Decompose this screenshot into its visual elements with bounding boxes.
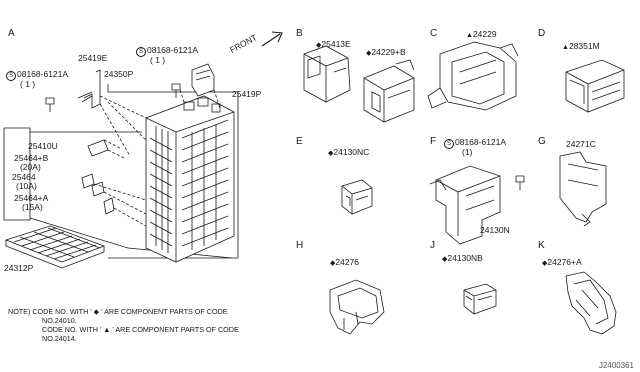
section-label-h: H — [296, 240, 304, 251]
part-label-24130nb: ◆24130NB — [442, 254, 483, 264]
part-label-28351m: ▲28351M — [562, 42, 600, 52]
triangle-icon: ▲ — [562, 44, 569, 51]
bracket-25419e — [83, 69, 101, 109]
section-label-g: G — [538, 136, 546, 147]
section-label-e: E — [296, 136, 303, 147]
part-24130nc — [341, 179, 373, 215]
part-number: 24276 — [335, 257, 360, 267]
screw-left — [45, 97, 55, 112]
part-label-24130n: 24130N — [480, 225, 510, 235]
part-24130nb — [463, 283, 497, 315]
part-label-24229: ▲24229 — [466, 30, 497, 40]
part-number: 08168-6121A — [17, 69, 69, 79]
part-qty-08168-f: (1) — [462, 147, 473, 157]
part-28351m — [565, 59, 625, 113]
part-label-25464b: 25464+B — [14, 153, 49, 163]
section-label-j: J — [430, 240, 435, 251]
part-24229 — [427, 41, 519, 111]
leader-box-24350p — [107, 84, 239, 259]
cover-24312p — [4, 225, 106, 269]
part-number: 24229 — [472, 29, 497, 39]
section-label-a: A — [8, 28, 15, 39]
section-label-c: C — [430, 28, 438, 39]
diamond-icon: ◆ — [542, 260, 548, 267]
part-label-24229b: ◆24229+B — [366, 48, 406, 58]
fuse-25410u — [87, 139, 109, 157]
note-line-4: NO.24014. — [42, 334, 77, 343]
part-qty-08168-top: ( 1 ) — [150, 55, 166, 65]
part-label-24130nc: ◆24130NC — [328, 148, 369, 158]
part-label-24312p: 24312P — [4, 263, 34, 273]
part-number: 28351M — [568, 41, 600, 51]
part-label-25464a: 25464+A — [14, 193, 49, 203]
section-label-d: D — [538, 28, 546, 39]
diamond-icon: ◆ — [328, 150, 334, 157]
screw-s-icon: S — [136, 47, 146, 57]
part-qty-08168-left: ( 1 ) — [20, 79, 36, 89]
part-rating-25464: (10A) — [16, 181, 37, 191]
note-line-3: CODE NO. WITH ' ▲ ' ARE COMPONENT PARTS … — [42, 325, 239, 334]
note-line-2: NO.24010. — [42, 316, 77, 325]
part-rating-25464a: (15A) — [22, 202, 43, 212]
screw-s-icon: S — [444, 139, 454, 149]
part-number: 24229+B — [371, 47, 406, 57]
leader-box-25410u — [3, 127, 31, 221]
note-line-1: NOTE) CODE NO. WITH ' ◆ ' ARE COMPONENT … — [8, 307, 228, 316]
part-label-25464: 25464 — [12, 172, 36, 182]
fuse-25464a — [103, 197, 115, 215]
front-arrow — [261, 31, 283, 47]
part-label-24350p: 24350P — [104, 69, 134, 79]
section-label-k: K — [538, 240, 545, 251]
part-label-25419e: 25419E — [78, 53, 108, 63]
part-label-24276: ◆24276 — [330, 258, 359, 268]
part-rating-25464b: (20A) — [20, 162, 41, 172]
part-label-25413e: ◆25413E — [316, 40, 351, 50]
part-bracket-24130n — [429, 165, 501, 245]
screw-f — [515, 175, 525, 190]
diamond-icon: ◆ — [330, 260, 336, 267]
bracket-25419p — [191, 63, 215, 97]
part-number: 08168-6121A — [455, 137, 507, 147]
screw-s-icon: S — [6, 71, 16, 81]
part-25413e — [303, 45, 351, 103]
part-label-24271c: 24271C — [566, 139, 596, 149]
part-24271c — [559, 151, 607, 227]
part-number: 24276+A — [547, 257, 582, 267]
diamond-icon: ◆ — [366, 50, 372, 57]
section-label-f: F — [430, 136, 437, 147]
screw-top — [171, 83, 181, 98]
part-number: 25413E — [321, 39, 351, 49]
part-number: 08168-6121A — [147, 45, 199, 55]
diamond-icon: ◆ — [442, 256, 448, 263]
part-24276a — [565, 271, 617, 335]
part-24229b — [363, 59, 415, 123]
part-label-24276a: ◆24276+A — [542, 258, 582, 268]
triangle-icon: ▲ — [466, 32, 473, 39]
part-label-25419p: 25419P — [232, 89, 262, 99]
section-label-b: B — [296, 28, 303, 39]
fuse-block-body — [145, 95, 235, 263]
part-24276 — [329, 279, 385, 335]
part-number: 24130NB — [447, 253, 483, 263]
part-number: 24130NC — [333, 147, 370, 157]
part-label-25410u: 25410U — [28, 141, 58, 151]
leader-line-fuses-2 — [29, 217, 233, 259]
diamond-icon: ◆ — [316, 42, 322, 49]
diagram-reference-code: J2400361 — [598, 361, 634, 370]
